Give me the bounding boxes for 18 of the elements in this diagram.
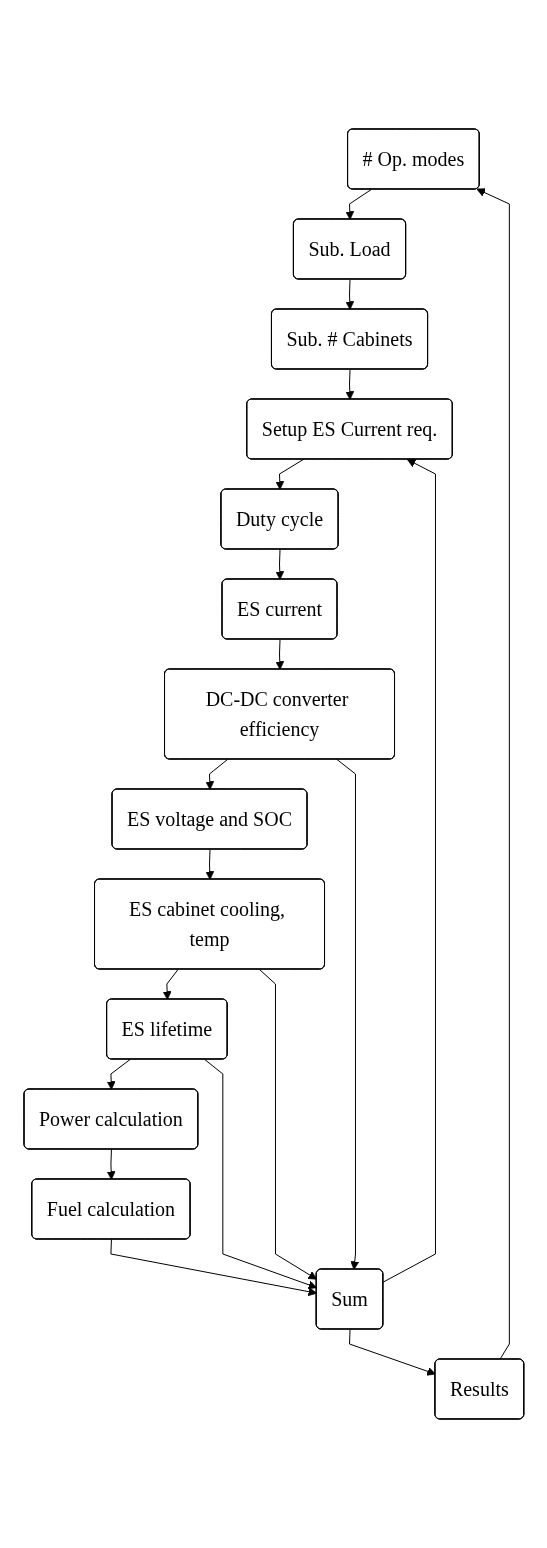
arrow bbox=[258, 969, 317, 1280]
arrow bbox=[204, 849, 214, 880]
arrow bbox=[106, 1059, 131, 1090]
arrow bbox=[274, 459, 304, 490]
arrow bbox=[382, 459, 436, 1283]
arrow bbox=[348, 1329, 436, 1376]
arrow bbox=[344, 279, 354, 310]
arrow bbox=[274, 639, 284, 670]
arrow bbox=[476, 188, 510, 1360]
arrow bbox=[162, 969, 179, 1000]
arrow bbox=[336, 759, 359, 1270]
arrow bbox=[204, 759, 228, 790]
arrow bbox=[106, 1149, 116, 1180]
arrow bbox=[344, 189, 372, 220]
arrow bbox=[203, 1059, 317, 1290]
arrow bbox=[274, 549, 284, 580]
arrow bbox=[344, 369, 354, 400]
arrow bbox=[110, 1239, 317, 1297]
